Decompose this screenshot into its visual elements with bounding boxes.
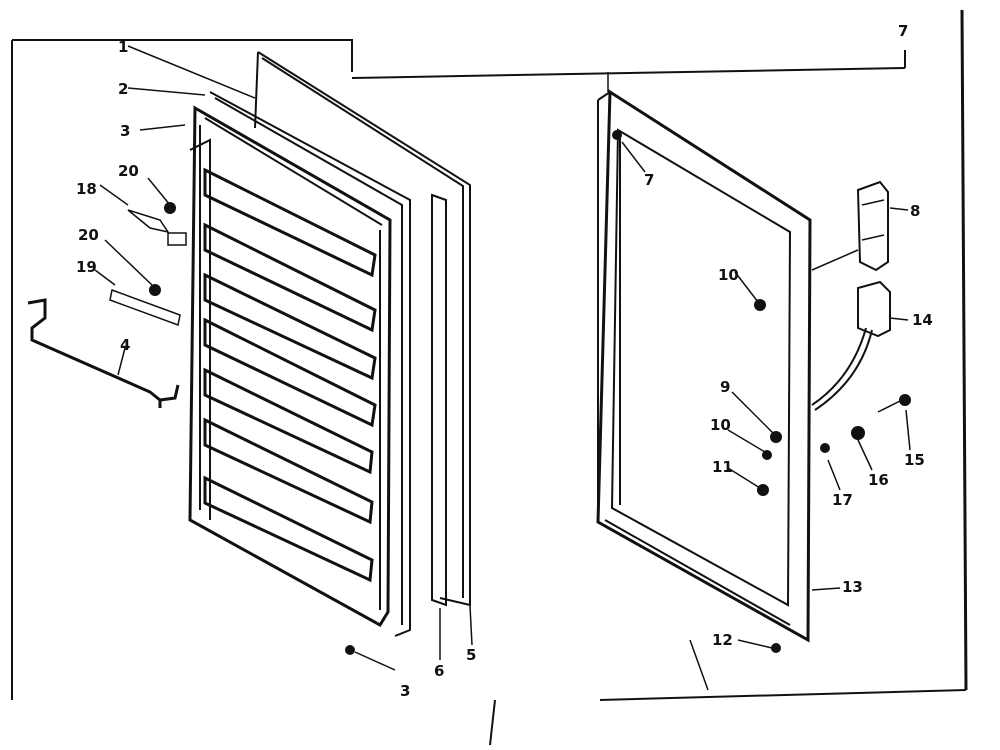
callout-17: 17: [832, 491, 853, 509]
diagram-border: [11, 9, 968, 746]
door-liner: [188, 51, 471, 637]
callout-13: 13: [842, 578, 863, 596]
callout-20-top: 20: [118, 162, 139, 180]
shelf-bar: [27, 298, 180, 408]
small-parts-left: [109, 202, 187, 327]
callout-10-top: 10: [718, 266, 739, 284]
door-fasteners: [345, 130, 782, 655]
callout-4: 4: [120, 336, 130, 354]
callout-8: 8: [910, 202, 920, 220]
callout-10-bottom: 10: [710, 416, 731, 434]
door-shelves: [189, 138, 377, 583]
callout-14: 14: [912, 311, 933, 329]
callout-12: 12: [712, 631, 733, 649]
callout-labels: 1 2 3 20 18 20 19 4 3 6 5 7 7 8 10 14 9 …: [76, 22, 933, 700]
callout-7-top: 7: [898, 22, 908, 40]
callout-1: 1: [118, 38, 128, 56]
callout-18: 18: [76, 180, 97, 198]
callout-2: 2: [118, 80, 128, 98]
callout-3-bottom: 3: [400, 682, 410, 700]
leader-lines: [94, 45, 911, 691]
callout-19: 19: [76, 258, 97, 276]
hinge-parts: [811, 180, 911, 453]
callout-20-bottom: 20: [78, 226, 99, 244]
callout-7: 7: [644, 171, 654, 189]
outer-door: [596, 89, 812, 643]
callout-5: 5: [466, 646, 476, 664]
callout-16: 16: [868, 471, 889, 489]
callout-15: 15: [904, 451, 925, 469]
callout-11: 11: [712, 458, 733, 476]
callout-6: 6: [434, 662, 444, 680]
callout-3-top: 3: [120, 122, 130, 140]
callout-9: 9: [720, 378, 730, 396]
